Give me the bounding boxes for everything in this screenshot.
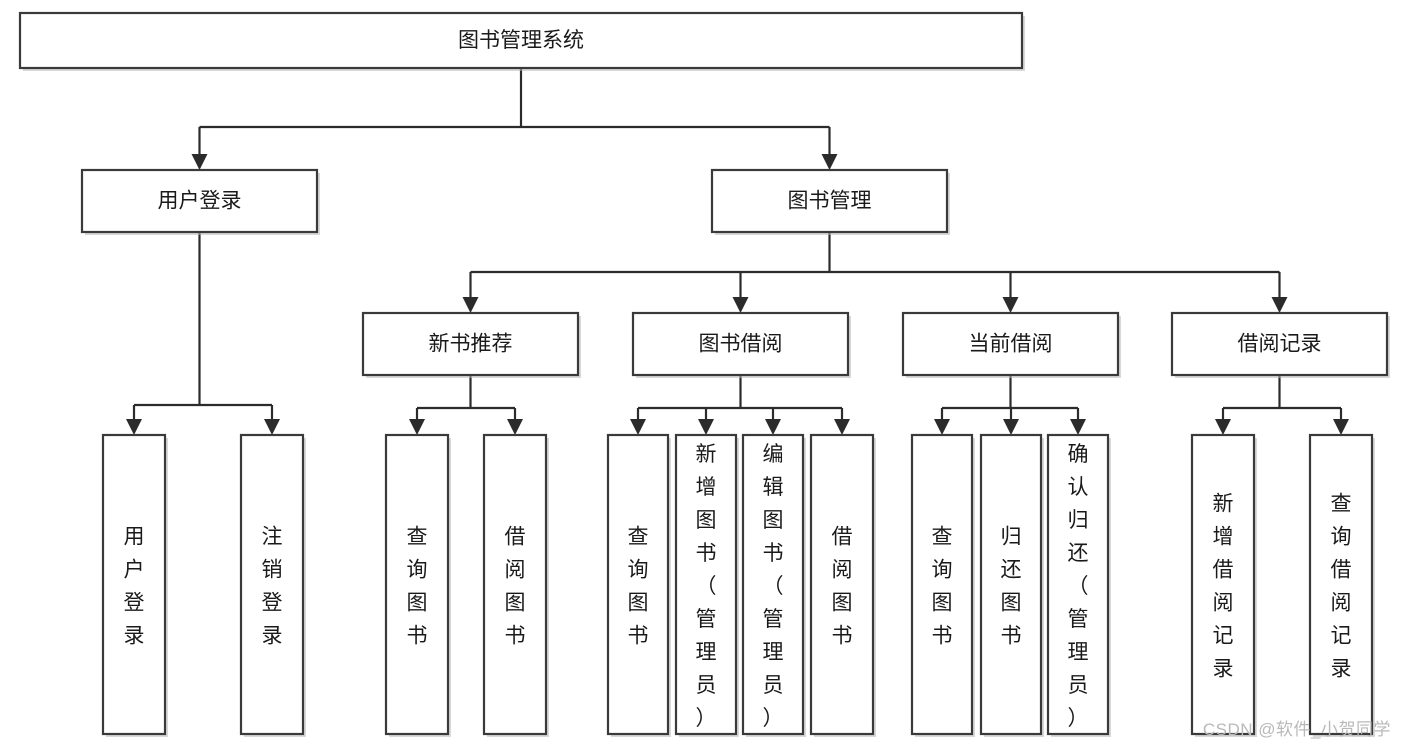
leaf-node[interactable]: 编辑图书（管理员） bbox=[741, 433, 806, 737]
node-rect[interactable] bbox=[710, 168, 949, 234]
connector-layer bbox=[126, 68, 1349, 435]
node-label: 新增借阅记录 bbox=[1213, 493, 1234, 681]
leaf-node[interactable]: 注销登录 bbox=[239, 433, 306, 737]
node-rect[interactable] bbox=[901, 311, 1120, 377]
node-rect[interactable] bbox=[979, 433, 1043, 736]
node-label: 图书管理 bbox=[788, 190, 872, 213]
node-label: 借阅图书 bbox=[832, 526, 853, 648]
node-rect[interactable] bbox=[482, 433, 548, 736]
arrow-head bbox=[934, 419, 950, 435]
leaf-node[interactable]: 查询图书 bbox=[910, 433, 975, 737]
node-rect[interactable] bbox=[18, 11, 1024, 70]
leaf-node[interactable]: 查询借阅记录 bbox=[1308, 433, 1375, 737]
arrow-head bbox=[462, 297, 479, 313]
node-rect[interactable] bbox=[606, 433, 670, 736]
arrow-head bbox=[1003, 419, 1019, 435]
arrow-head bbox=[409, 419, 425, 435]
arrow-head bbox=[1333, 419, 1349, 435]
leaf-node[interactable]: 借阅图书 bbox=[482, 433, 549, 737]
node-rect[interactable] bbox=[910, 433, 974, 736]
node-label: 编辑图书（管理员） bbox=[763, 443, 784, 730]
node-rect[interactable] bbox=[809, 433, 875, 736]
arrow-head bbox=[191, 154, 208, 170]
node-rect[interactable] bbox=[384, 433, 450, 736]
arrow-head bbox=[765, 419, 781, 435]
arrow-head bbox=[732, 297, 749, 313]
node-label: 新增图书（管理员） bbox=[696, 443, 717, 730]
node-rect[interactable] bbox=[674, 433, 738, 736]
arrow-head bbox=[126, 419, 142, 435]
node-label: 图书借阅 bbox=[699, 333, 783, 356]
node-label: 用户登录 bbox=[124, 526, 145, 648]
node-label: 查询图书 bbox=[932, 526, 953, 648]
node-label: 当前借阅 bbox=[969, 333, 1053, 356]
arrow-head bbox=[1002, 297, 1019, 313]
node-label: 借阅图书 bbox=[505, 526, 526, 648]
arrow-head bbox=[264, 419, 280, 435]
node-label: 注销登录 bbox=[262, 526, 283, 648]
level3-node[interactable]: 借阅记录 bbox=[1170, 311, 1390, 378]
node-rect[interactable] bbox=[1046, 433, 1110, 736]
node-rect[interactable] bbox=[80, 168, 319, 234]
node-label: 新书推荐 bbox=[429, 333, 513, 356]
node-rect[interactable] bbox=[631, 311, 850, 377]
level2-node[interactable]: 用户登录 bbox=[80, 168, 320, 235]
leaf-node[interactable]: 用户登录 bbox=[101, 433, 168, 737]
leaf-node[interactable]: 查询图书 bbox=[384, 433, 451, 737]
arrow-head bbox=[1070, 419, 1086, 435]
arrow-head bbox=[507, 419, 523, 435]
node-label: 图书管理系统 bbox=[458, 29, 584, 52]
node-label: 用户登录 bbox=[158, 190, 242, 213]
node-label: 归还图书 bbox=[1001, 526, 1022, 648]
leaf-node[interactable]: 确认归还（管理员） bbox=[1046, 433, 1111, 737]
node-rect[interactable] bbox=[741, 433, 805, 736]
arrow-head bbox=[1215, 419, 1231, 435]
leaf-node[interactable]: 新增图书（管理员） bbox=[674, 433, 739, 737]
node-rect[interactable] bbox=[1190, 433, 1256, 736]
node-rect[interactable] bbox=[239, 433, 305, 736]
node-rect[interactable] bbox=[1170, 311, 1389, 377]
level3-node[interactable]: 图书借阅 bbox=[631, 311, 851, 378]
leaf-node[interactable]: 借阅图书 bbox=[809, 433, 876, 737]
level2-node[interactable]: 图书管理 bbox=[710, 168, 950, 235]
arrow-head bbox=[834, 419, 850, 435]
node-label: 借阅记录 bbox=[1238, 333, 1322, 356]
node-rect[interactable] bbox=[361, 311, 580, 377]
arrow-head bbox=[821, 154, 838, 170]
node-layer: 图书管理系统用户登录图书管理新书推荐图书借阅当前借阅借阅记录用户登录注销登录查询… bbox=[18, 11, 1390, 737]
arrow-head bbox=[698, 419, 714, 435]
root-node[interactable]: 图书管理系统 bbox=[18, 11, 1025, 71]
arrow-head bbox=[1271, 297, 1288, 313]
node-label: 查询借阅记录 bbox=[1331, 493, 1352, 681]
node-label: 查询图书 bbox=[407, 526, 428, 648]
leaf-node[interactable]: 查询图书 bbox=[606, 433, 671, 737]
arrow-head bbox=[630, 419, 646, 435]
node-rect[interactable] bbox=[1308, 433, 1374, 736]
leaf-node[interactable]: 归还图书 bbox=[979, 433, 1044, 737]
leaf-node[interactable]: 新增借阅记录 bbox=[1190, 433, 1257, 737]
level3-node[interactable]: 新书推荐 bbox=[361, 311, 581, 378]
node-label: 确认归还（管理员） bbox=[1068, 443, 1089, 730]
node-rect[interactable] bbox=[101, 433, 167, 736]
node-label: 查询图书 bbox=[628, 526, 649, 648]
level3-node[interactable]: 当前借阅 bbox=[901, 311, 1121, 378]
